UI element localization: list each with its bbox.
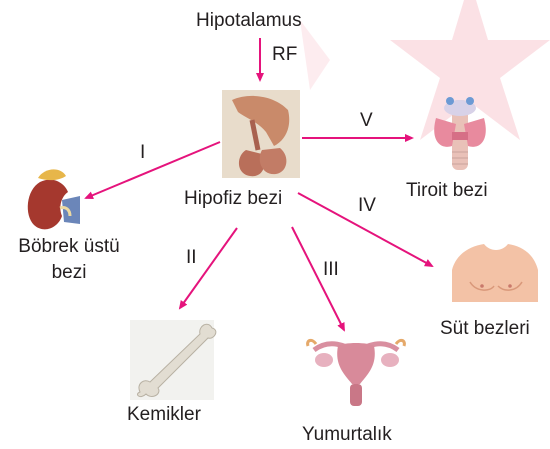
rf-label: RF <box>272 44 297 66</box>
numeral-v: V <box>360 110 373 132</box>
mammary-label: Süt bezleri <box>440 318 530 340</box>
hypothalamus-label: Hipotalamus <box>196 10 302 32</box>
thyroid-label: Tiroit bezi <box>406 180 488 202</box>
ovary-label: Yumurtalık <box>302 424 392 446</box>
numeral-iii: III <box>323 259 339 281</box>
numeral-iv: IV <box>358 195 376 217</box>
adrenal-label-line1: Böbrek üstü <box>6 236 132 258</box>
bones-label: Kemikler <box>127 404 201 426</box>
numeral-ii: II <box>186 247 197 269</box>
pituitary-label: Hipofiz bezi <box>184 188 282 210</box>
adrenal-label-line2: bezi <box>6 262 132 284</box>
numeral-i: I <box>140 142 145 164</box>
